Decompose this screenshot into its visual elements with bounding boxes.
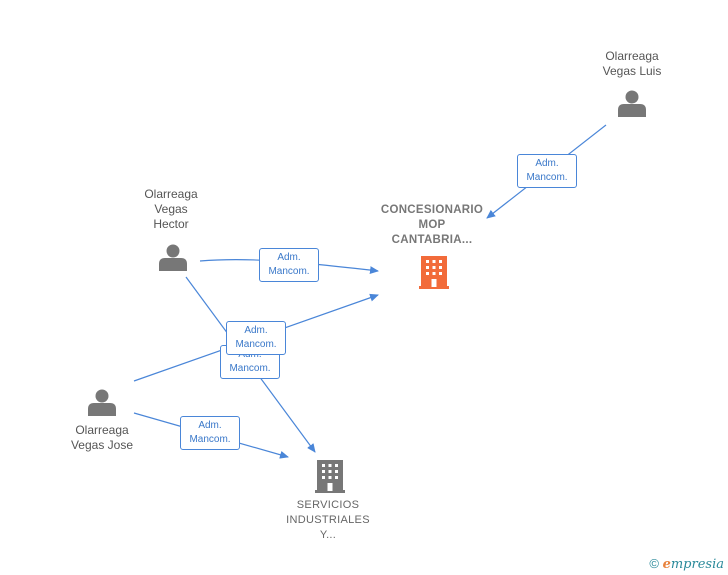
- brand-name: mpresia: [670, 557, 724, 572]
- edge-label-box[interactable]: Adm. Mancom.: [180, 416, 240, 450]
- company-name-line: CANTABRIA...: [391, 234, 473, 246]
- edge-label-role: Mancom.: [189, 434, 231, 445]
- name-line: Olarreaga: [605, 49, 659, 63]
- name-line: Olarreaga: [144, 187, 198, 201]
- person-icon[interactable]: [159, 244, 187, 272]
- name-line: Olarreaga: [75, 423, 129, 437]
- name-line: Vegas: [154, 202, 188, 216]
- edge-label-role: Adm.: [198, 420, 222, 431]
- edge-label-role: Adm.: [244, 325, 268, 336]
- building-icon[interactable]: [315, 460, 345, 493]
- company-name-line: INDUSTRIALES: [286, 514, 370, 526]
- company-label-servicios[interactable]: SERVICIOS INDUSTRIALES Y...: [272, 498, 384, 543]
- edge-label-role: Mancom.: [229, 363, 271, 374]
- building-icon[interactable]: [419, 256, 449, 289]
- name-line: Hector: [153, 217, 189, 231]
- copyright-icon: ©: [649, 556, 659, 571]
- edge-label-box[interactable]: Adm. Mancom.: [259, 248, 319, 282]
- person-label-hector[interactable]: Olarreaga Vegas Hector: [125, 187, 217, 232]
- company-label-concesionario[interactable]: CONCESIONARIO MOP CANTABRIA...: [366, 203, 498, 248]
- company-name-line: MOP: [418, 219, 446, 231]
- edge-label-role: Adm.: [277, 252, 301, 263]
- edge-label-role: Mancom.: [526, 172, 568, 183]
- name-line: Vegas Jose: [70, 438, 134, 452]
- edge-label-role: Mancom.: [268, 266, 310, 277]
- edge-label-role: Mancom.: [235, 339, 277, 350]
- person-icon[interactable]: [88, 389, 116, 417]
- person-label-luis[interactable]: Olarreaga Vegas Luis: [586, 49, 678, 79]
- company-name-line: SERVICIOS: [296, 499, 360, 511]
- brand-logo[interactable]: empresia: [663, 557, 724, 572]
- edge-label-box[interactable]: Adm. Mancom.: [517, 154, 577, 188]
- edge-label-role: Adm.: [535, 158, 559, 169]
- edge-label-box[interactable]: Adm. Mancom.: [226, 321, 286, 355]
- brand-footer: © empresia: [649, 556, 724, 572]
- person-icon[interactable]: [618, 90, 646, 118]
- company-name-line: Y...: [319, 529, 337, 541]
- person-label-jose[interactable]: Olarreaga Vegas Jose: [54, 423, 150, 453]
- name-line: Vegas Luis: [602, 64, 662, 78]
- brand-initial: e: [662, 557, 671, 572]
- company-name-line: CONCESIONARIO: [380, 204, 484, 216]
